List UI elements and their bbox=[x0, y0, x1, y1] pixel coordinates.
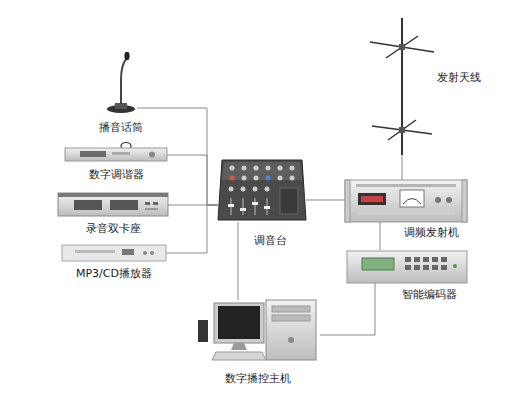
device-label: 发射天线 bbox=[437, 71, 481, 85]
cd-player-icon bbox=[62, 245, 166, 261]
device-node: 发射天线 bbox=[368, 15, 432, 155]
signal-line bbox=[320, 283, 375, 335]
signal-line bbox=[402, 155, 403, 180]
device-node: 调音台 bbox=[218, 158, 306, 222]
device-node: MP3/CD播放器 bbox=[62, 244, 166, 262]
antenna-icon bbox=[370, 18, 434, 155]
signal-line bbox=[166, 205, 218, 253]
signal-line bbox=[167, 155, 218, 205]
device-label: 数字调谐器 bbox=[89, 168, 144, 182]
signal-line bbox=[238, 222, 239, 300]
transmitter-icon bbox=[345, 180, 467, 222]
signal-line bbox=[380, 222, 381, 250]
signal-line bbox=[306, 200, 345, 201]
microphone-icon bbox=[107, 52, 135, 113]
cassette-deck-icon bbox=[58, 193, 168, 216]
computer-icon bbox=[198, 300, 316, 360]
device-label: MP3/CD播放器 bbox=[76, 267, 152, 281]
device-node: 录音双卡座 bbox=[58, 192, 168, 217]
device-label: 录音双卡座 bbox=[86, 222, 141, 236]
device-label: 调音台 bbox=[254, 234, 287, 248]
device-label: 数字播控主机 bbox=[225, 372, 291, 386]
encoder-icon bbox=[347, 251, 467, 283]
device-label: 调频发射机 bbox=[404, 226, 459, 240]
device-node: 调频发射机 bbox=[345, 180, 467, 222]
device-label: 智能编码器 bbox=[402, 288, 457, 302]
device-label: 播音话筒 bbox=[99, 121, 143, 135]
mixer-icon bbox=[218, 160, 306, 220]
device-node: 数字播控主机 bbox=[195, 300, 320, 362]
device-node: 播音话筒 bbox=[105, 52, 137, 114]
device-node: 智能编码器 bbox=[347, 250, 467, 283]
device-node: 数字调谐器 bbox=[65, 146, 167, 162]
signal-line bbox=[137, 108, 218, 205]
tuner-icon bbox=[65, 143, 167, 162]
